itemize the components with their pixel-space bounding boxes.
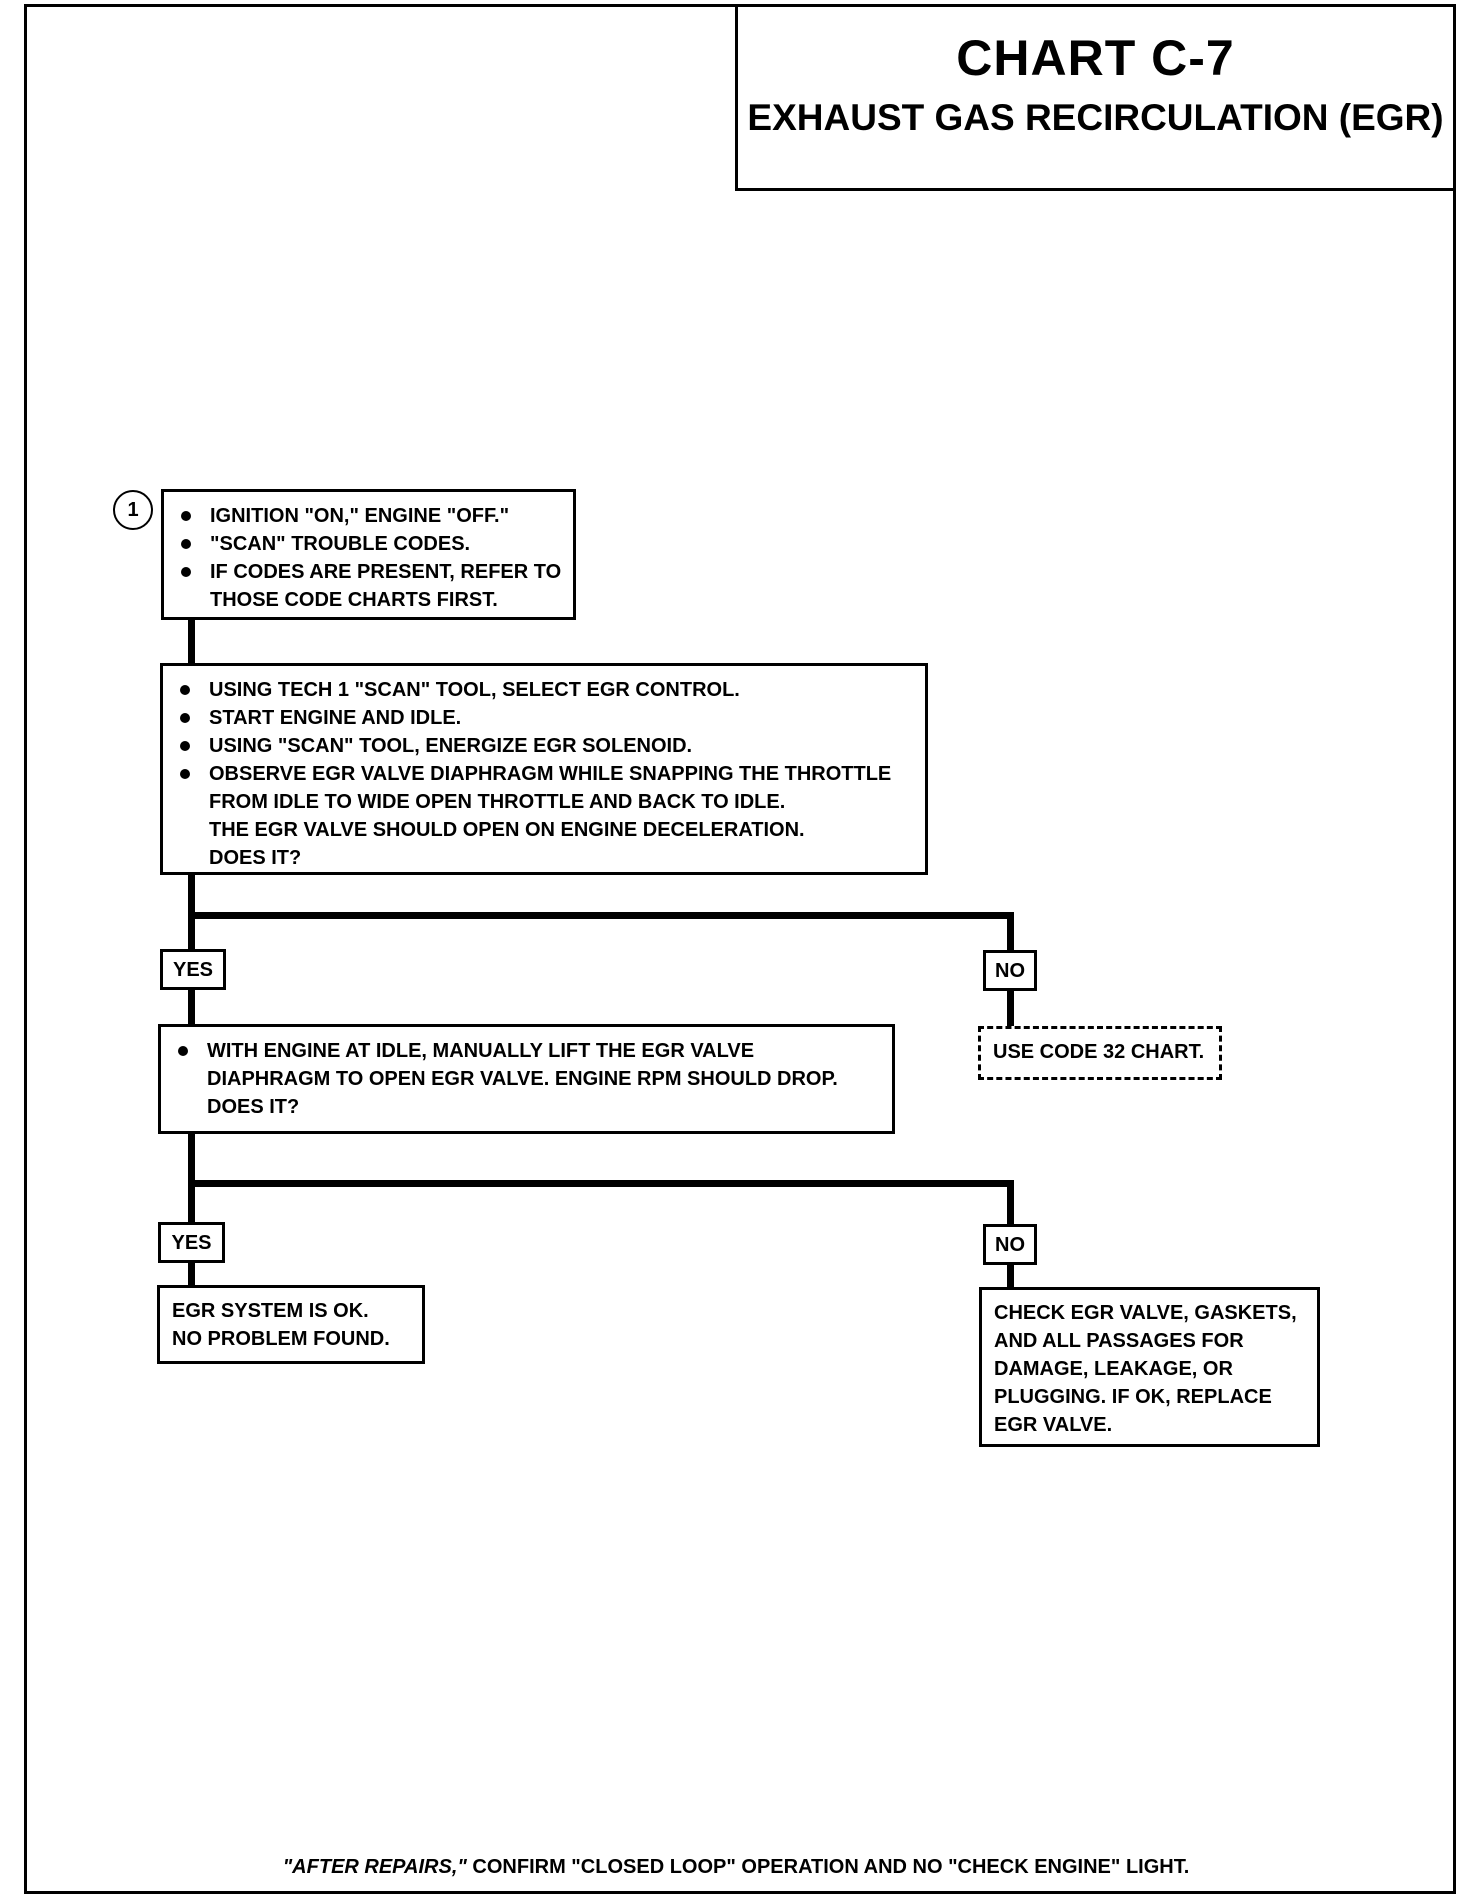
result-text: DAMAGE, LEAKAGE, OR: [994, 1358, 1233, 1380]
result-box-check-egr-valve: CHECK EGR VALVE, GASKETS, AND ALL PASSAG…: [979, 1287, 1320, 1447]
result-text: EGR SYSTEM IS OK.: [172, 1300, 369, 1322]
bullet-item: "SCAN" TROUBLE CODES.: [168, 530, 565, 558]
connector-no-2-result: [1007, 1264, 1014, 1288]
result-text: CHECK EGR VALVE, GASKETS,: [994, 1302, 1297, 1324]
bullet-item: IF CODES ARE PRESENT, REFER TO: [168, 558, 565, 586]
result-text: EGR VALVE.: [994, 1414, 1113, 1436]
yes-label: YES: [158, 1222, 225, 1263]
yes-label: YES: [160, 949, 226, 990]
connector-box3-split: [188, 1132, 195, 1224]
connector-no-2-down: [1007, 1180, 1014, 1226]
bullet-continuation: FROM IDLE TO WIDE OPEN THROTTLE AND BACK…: [209, 791, 786, 813]
bullet-continuation: DIAPHRAGM TO OPEN EGR VALVE. ENGINE RPM …: [207, 1068, 838, 1090]
no-label: NO: [983, 950, 1037, 991]
step-box-ignition: IGNITION "ON," ENGINE "OFF." "SCAN" TROU…: [161, 489, 576, 620]
bullet-item: START ENGINE AND IDLE.: [167, 704, 917, 732]
result-text: PLUGGING. IF OK, REPLACE: [994, 1386, 1272, 1408]
chart-title: CHART C-7: [956, 30, 1235, 86]
bullet-item: WITH ENGINE AT IDLE, MANUALLY LIFT THE E…: [165, 1037, 884, 1065]
result-box-use-code-32: USE CODE 32 CHART.: [978, 1026, 1222, 1080]
bullet-continuation: THE EGR VALVE SHOULD OPEN ON ENGINE DECE…: [209, 819, 805, 841]
bullet-item: IGNITION "ON," ENGINE "OFF.": [168, 502, 565, 530]
bullet-item: USING TECH 1 "SCAN" TOOL, SELECT EGR CON…: [167, 676, 917, 704]
bullet-item: OBSERVE EGR VALVE DIAPHRAGM WHILE SNAPPI…: [167, 760, 917, 788]
result-text: NO PROBLEM FOUND.: [172, 1328, 390, 1350]
step-number-badge: 1: [113, 490, 153, 530]
question-text: DOES IT?: [207, 1096, 300, 1118]
connector-branch-2: [188, 1180, 1014, 1187]
result-box-system-ok: EGR SYSTEM IS OK. NO PROBLEM FOUND.: [157, 1285, 425, 1364]
bullet-continuation: THOSE CODE CHARTS FIRST.: [210, 589, 498, 611]
connector-yes-1-box3: [188, 988, 195, 1026]
bullet-item: USING "SCAN" TOOL, ENERGIZE EGR SOLENOID…: [167, 732, 917, 760]
footer-note: "AFTER REPAIRS," CONFIRM "CLOSED LOOP" O…: [0, 1856, 1472, 1879]
chart-subtitle: EXHAUST GAS RECIRCULATION (EGR): [747, 97, 1444, 138]
connector-branch-1: [188, 912, 1014, 919]
title-block: CHART C-7 EXHAUST GAS RECIRCULATION (EGR…: [735, 4, 1456, 191]
connector-box1-box2: [188, 618, 195, 664]
footer-instruction: CONFIRM "CLOSED LOOP" OPERATION AND NO "…: [466, 1856, 1190, 1878]
question-text: DOES IT?: [209, 847, 302, 869]
connector-no-1-result: [1007, 990, 1014, 1028]
footer-after-repairs: "AFTER REPAIRS,": [282, 1856, 467, 1878]
result-text: USE CODE 32 CHART.: [993, 1041, 1205, 1063]
step-box-egr-control: USING TECH 1 "SCAN" TOOL, SELECT EGR CON…: [160, 663, 928, 875]
connector-box2-split: [188, 873, 195, 950]
step-box-manual-lift: WITH ENGINE AT IDLE, MANUALLY LIFT THE E…: [158, 1024, 895, 1134]
no-label: NO: [983, 1224, 1037, 1265]
connector-no-1-down: [1007, 912, 1014, 950]
page-frame: [24, 4, 1456, 1894]
connector-yes-2-result: [188, 1262, 195, 1286]
result-text: AND ALL PASSAGES FOR: [994, 1330, 1244, 1352]
